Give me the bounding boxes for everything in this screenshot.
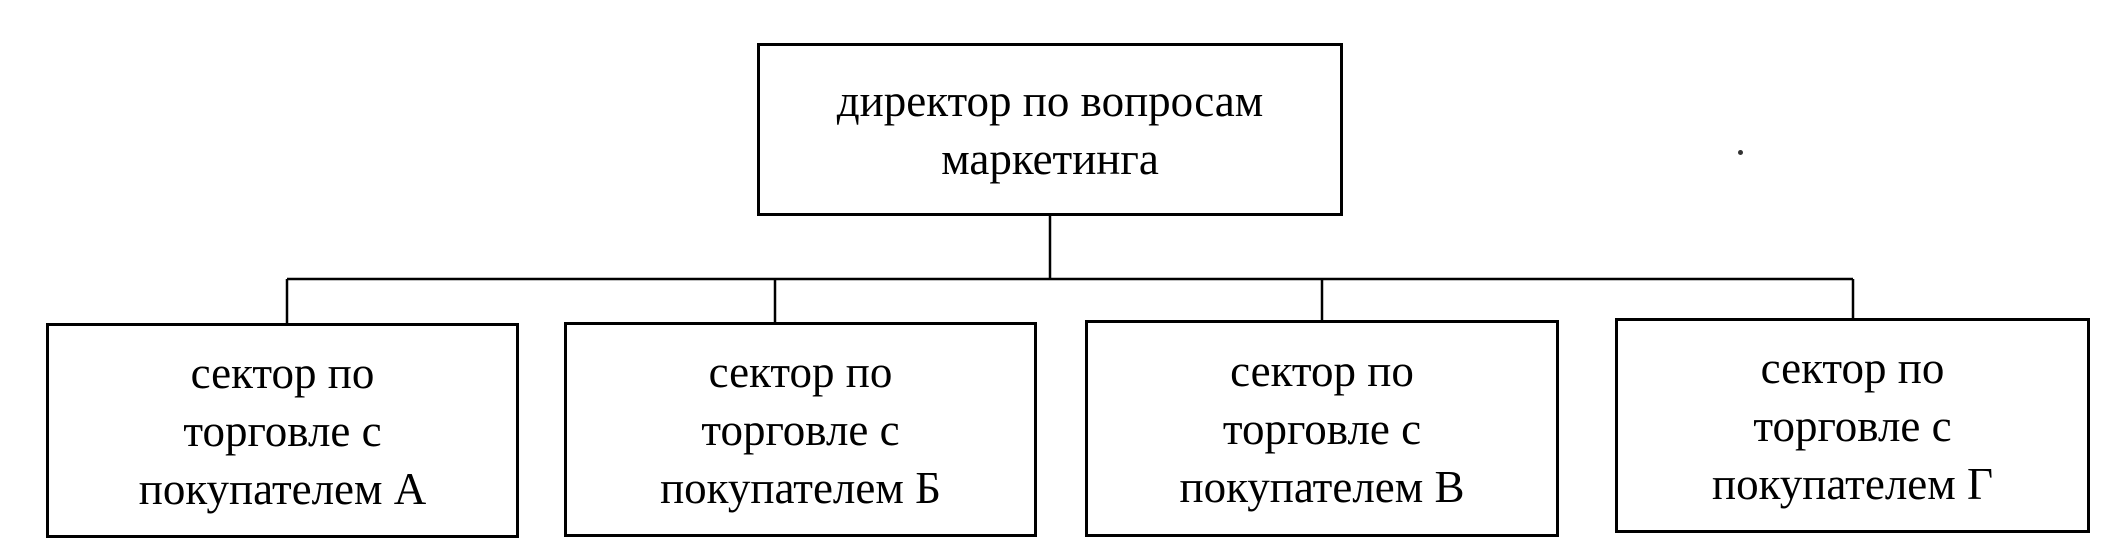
sector-node-g-line-1: сектор по <box>1760 342 1945 393</box>
sector-node-b: сектор по торговле с покупателем Б <box>564 322 1037 537</box>
sector-node-a-label: сектор по торговле с покупателем А <box>139 344 427 518</box>
director-node: директор по вопросам маркетинга <box>757 43 1343 216</box>
sector-node-b-line-3: покупателем Б <box>660 462 941 513</box>
sector-node-a-line-2: торговле с <box>183 405 382 456</box>
sector-node-a-line-3: покупателем А <box>138 463 427 514</box>
director-node-line-1: директор по вопросам <box>836 75 1264 126</box>
sector-node-a: сектор по торговле с покупателем А <box>46 323 519 538</box>
sector-node-b-line-2: торговле с <box>701 404 900 455</box>
director-node-line-2: маркетинга <box>941 133 1159 184</box>
sector-node-v-line-1: сектор по <box>1230 345 1414 396</box>
sector-node-b-label: сектор по торговле с покупателем Б <box>660 343 941 517</box>
sector-node-g: сектор по торговле с покупателем Г <box>1615 318 2090 533</box>
sector-node-v: сектор по торговле с покупателем В <box>1085 320 1559 537</box>
sector-node-v-line-2: торговле с <box>1222 403 1422 454</box>
director-node-label: директор по вопросам маркетинга <box>837 72 1264 188</box>
sector-node-b-line-1: сектор по <box>708 346 893 397</box>
sector-node-a-line-1: сектор по <box>190 347 375 398</box>
sector-node-v-line-3: покупателем В <box>1179 461 1465 512</box>
sector-node-g-label: сектор по торговле с покупателем Г <box>1712 339 1993 513</box>
scan-speck <box>1738 150 1743 155</box>
sector-node-g-line-2: торговле с <box>1753 400 1952 451</box>
sector-node-g-line-3: покупателем Г <box>1711 458 1993 509</box>
sector-node-v-label: сектор по торговле с покупателем В <box>1179 342 1464 516</box>
